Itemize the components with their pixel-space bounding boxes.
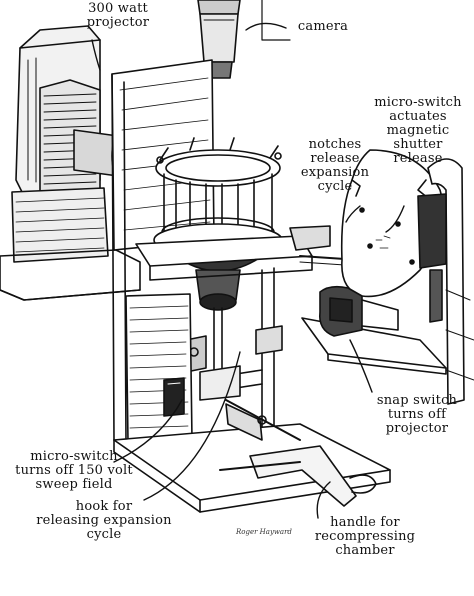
projector-illustration (0, 25, 141, 301)
base-board (113, 399, 391, 513)
label-micro-switch-sweep: micro-switch turns off 150 volt sweep fi… (15, 449, 133, 492)
label-camera: camera (297, 19, 349, 34)
notched-disc (340, 149, 445, 298)
artist-signature: Roger Hayward (236, 528, 292, 536)
lower-panel (125, 293, 193, 443)
right-upright (417, 158, 474, 405)
leader-lines (91, 22, 405, 519)
label-snap-switch: snap switch turns off projector (376, 393, 458, 436)
label-micro-switch-shutter: micro-switch actuates magnetic shutter r… (374, 95, 462, 166)
snap-switch-plate (301, 285, 447, 375)
label-hook: hook for releasing expansion cycle (36, 499, 172, 542)
label-handle: handle for recompressing chamber (314, 515, 416, 558)
label-projector: 300 watt projector (86, 1, 150, 30)
label-notches: notches release expansion cycle (300, 137, 370, 194)
